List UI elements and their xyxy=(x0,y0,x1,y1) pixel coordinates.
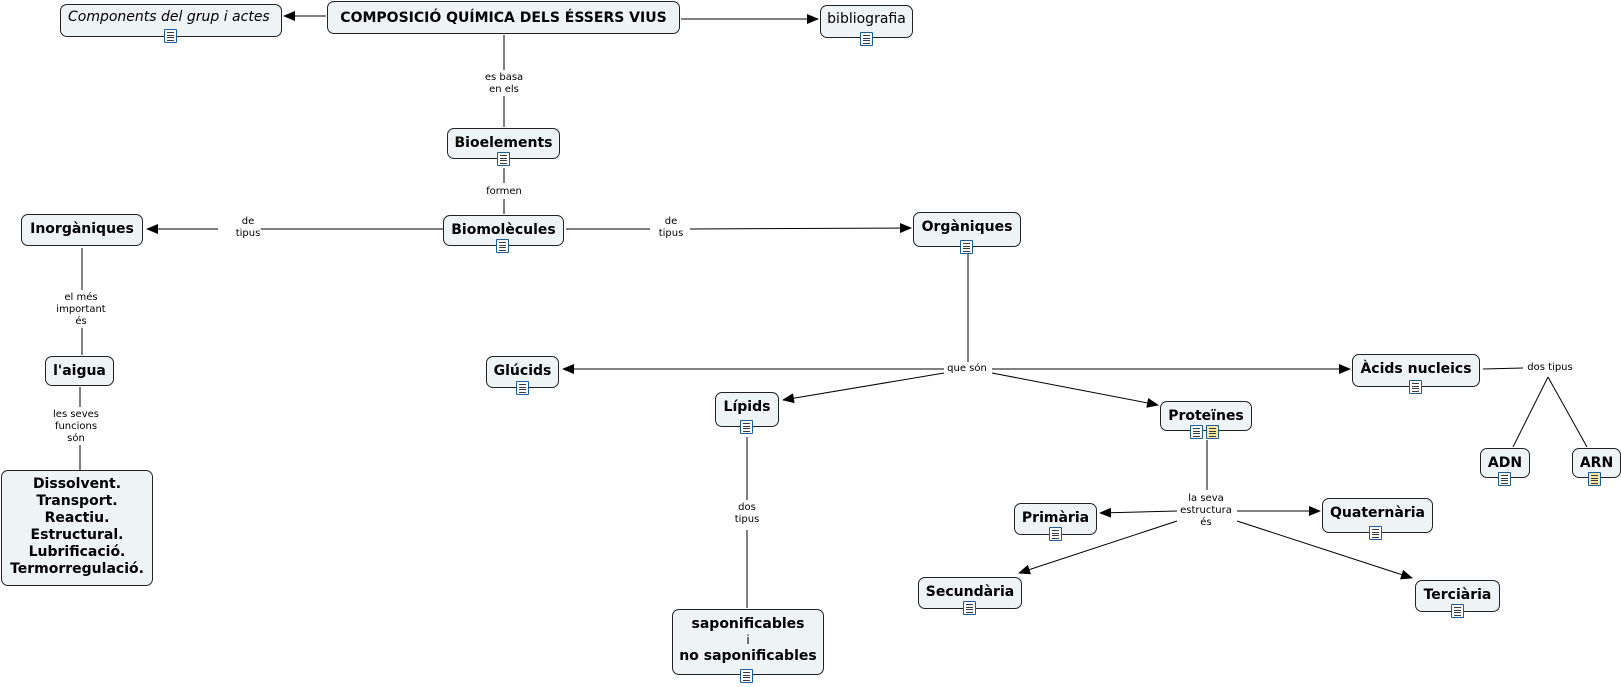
acids-nucleics-label: Àcids nucleics xyxy=(1360,361,1472,377)
lipids-label: Lípids xyxy=(723,399,771,415)
aigua-label: l'aigua xyxy=(53,363,106,379)
edge-estructura-primaria xyxy=(1099,507,1178,518)
quaternaria-document-icon[interactable] xyxy=(1369,526,1382,540)
acids-nucleics-document-icon[interactable] xyxy=(1409,380,1422,394)
components-label: Components del grup i actes xyxy=(68,9,270,25)
main-concept-label: COMPOSICIÓ QUÍMICA DELS ÉSSERS VIUS xyxy=(340,10,667,26)
saponificables-document-icon[interactable] xyxy=(740,669,753,683)
edge-queson-proteines xyxy=(991,372,1159,408)
proteines-note-icon[interactable] xyxy=(1206,425,1219,439)
funcio-dissolvent: Dissolvent. xyxy=(32,476,122,492)
funcions-node[interactable]: Dissolvent. Transport. Reactiu. Estructu… xyxy=(1,470,153,586)
quaternaria-label: Quaternària xyxy=(1330,505,1425,521)
saponificables-node[interactable]: saponificables i no saponificables xyxy=(672,609,824,675)
conjunction-i-label: i xyxy=(746,633,750,647)
terciaria-label: Terciària xyxy=(1423,587,1492,603)
bibliografia-node[interactable]: bibliografia xyxy=(820,5,913,38)
edge-dostipus-adn xyxy=(1512,376,1549,448)
terciaria-node[interactable]: Terciària xyxy=(1415,580,1500,612)
arn-label: ARN xyxy=(1579,455,1614,471)
components-node[interactable]: Components del grup i actes xyxy=(60,4,282,37)
primaria-document-icon[interactable] xyxy=(1049,527,1062,541)
bioelements-label: Bioelements xyxy=(454,135,553,151)
components-document-icon[interactable] xyxy=(164,29,177,43)
primaria-label: Primària xyxy=(1021,510,1090,526)
biomolecules-document-icon[interactable] xyxy=(496,239,509,253)
lipids-document-icon[interactable] xyxy=(740,420,753,434)
bioelements-document-icon[interactable] xyxy=(497,152,510,166)
link-dos-tipus-acids: dos tipus xyxy=(1527,362,1573,374)
bibliografia-label: bibliografia xyxy=(827,11,906,27)
inorganiques-node[interactable]: Inorgàniques xyxy=(21,214,143,246)
adn-document-icon[interactable] xyxy=(1498,472,1511,486)
link-que-son: que són xyxy=(947,363,987,375)
funcio-termorregulacio: Termorregulació. xyxy=(10,561,144,577)
saponificables-label: saponificables xyxy=(691,616,805,632)
biomolecules-node[interactable]: Biomolècules xyxy=(443,215,564,246)
organiques-label: Orgàniques xyxy=(921,219,1013,235)
glucids-label: Glúcids xyxy=(493,363,552,379)
arn-note-icon[interactable] xyxy=(1588,472,1601,486)
organiques-document-icon[interactable] xyxy=(960,240,973,254)
edge-estructura-secundaria xyxy=(1018,520,1178,575)
quaternaria-node[interactable]: Quaternària xyxy=(1322,498,1433,533)
link-formen: formen xyxy=(486,186,522,198)
aigua-node[interactable]: l'aigua xyxy=(45,356,114,386)
adn-label: ADN xyxy=(1487,455,1523,471)
edge-estructura-terciaria xyxy=(1236,520,1413,580)
secundaria-document-icon[interactable] xyxy=(963,601,976,615)
edge-detipus-organiques xyxy=(689,223,912,234)
edge-queson-lipids xyxy=(782,372,945,404)
funcio-lubrificacio: Lubrificació. xyxy=(28,544,126,560)
secundaria-label: Secundària xyxy=(925,584,1015,600)
no-saponificables-label: no saponificables xyxy=(679,648,817,664)
biomolecules-label: Biomolècules xyxy=(451,222,556,238)
inorganiques-label: Inorgàniques xyxy=(30,221,134,237)
terciaria-document-icon[interactable] xyxy=(1451,604,1464,618)
funcio-estructural: Estructural. xyxy=(30,527,124,543)
proteines-label: Proteïnes xyxy=(1168,408,1244,424)
bibliografia-document-icon[interactable] xyxy=(860,32,873,46)
edge-acids-dostipus xyxy=(1482,367,1524,370)
proteines-document-icon[interactable] xyxy=(1190,425,1203,439)
edge-dostipus-arn xyxy=(1547,376,1588,448)
glucids-document-icon[interactable] xyxy=(516,381,529,395)
proteines-node[interactable]: Proteïnes xyxy=(1160,401,1252,431)
main-concept-node[interactable]: COMPOSICIÓ QUÍMICA DELS ÉSSERS VIUS xyxy=(327,1,680,34)
funcio-transport: Transport. xyxy=(36,493,118,509)
funcio-reactiu: Reactiu. xyxy=(44,510,110,526)
